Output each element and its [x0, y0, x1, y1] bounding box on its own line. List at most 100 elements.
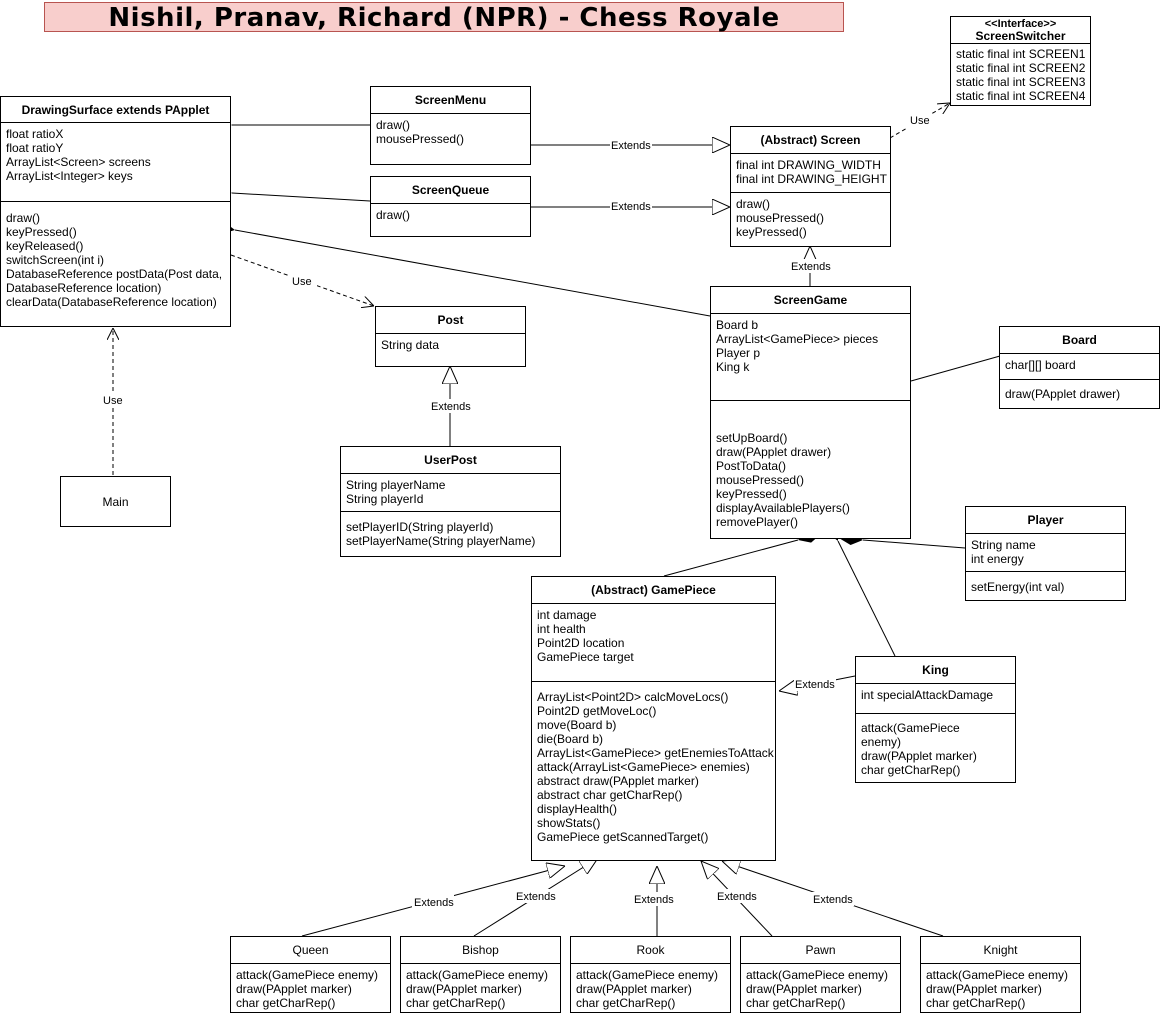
class-screen-queue[interactable]: ScreenQueue draw(): [370, 176, 531, 237]
method: attack(ArrayList<GamePiece> enemies): [537, 760, 750, 774]
method: char getCharRep(): [576, 996, 676, 1010]
method: mousePressed(): [736, 211, 825, 225]
class-queen[interactable]: Queen attack(GamePiece enemy) draw(PAppl…: [230, 936, 391, 1013]
class-attributes: int specialAttackDamage: [856, 684, 1015, 714]
attribute: final int DRAWING_HEIGHT: [736, 172, 887, 186]
class-name: ScreenGame: [711, 287, 910, 314]
method: draw(PApplet marker): [926, 982, 1042, 996]
class-methods: draw(): [371, 204, 530, 226]
method: attack(GamePiece enemy): [576, 968, 719, 982]
method: PostToData(): [716, 459, 787, 473]
edge-label-use-main: Use: [103, 395, 123, 407]
class-board[interactable]: Board char[][] board draw(PApplet drawer…: [999, 326, 1160, 409]
edge-game-board: [887, 355, 1001, 391]
class-name: Bishop: [401, 937, 560, 964]
edge-label-extends-bishop: Extends: [516, 891, 556, 903]
attribute: Player p: [716, 346, 761, 360]
class-knight[interactable]: Knight attack(GamePiece enemy) draw(PApp…: [920, 936, 1081, 1013]
attribute: int health: [537, 622, 586, 636]
class-methods: setUpBoard() draw(PApplet drawer) PostTo…: [711, 401, 910, 533]
method: attack(GamePiece enemy): [406, 968, 549, 982]
attribute: final int DRAWING_WIDTH: [736, 158, 881, 172]
method: attack(GamePiece enemy): [236, 968, 379, 982]
class-screen-menu[interactable]: ScreenMenu draw() mousePressed(): [370, 86, 531, 165]
class-methods: attack(GamePiece enemy) draw(PApplet mar…: [401, 964, 560, 1014]
class-game-piece[interactable]: (Abstract) GamePiece int damage int heal…: [531, 576, 776, 861]
class-methods: attack(GamePiece enemy) draw(PApplet mar…: [231, 964, 390, 1014]
method: setUpBoard(): [716, 431, 788, 445]
method: draw(PApplet marker): [861, 749, 977, 763]
attribute: String data: [381, 338, 440, 352]
method: setPlayerName(String playerName): [346, 534, 536, 548]
attribute: float ratioY: [6, 141, 64, 155]
method: mousePressed(): [716, 473, 805, 487]
class-bishop[interactable]: Bishop attack(GamePiece enemy) draw(PApp…: [400, 936, 561, 1013]
method: draw(): [736, 197, 771, 211]
method: Point2D getMoveLoc(): [537, 704, 657, 718]
class-attributes: int damage int health Point2D location G…: [532, 604, 775, 682]
attribute: static final int SCREEN4: [956, 89, 1086, 103]
class-attributes: char[][] board: [1000, 354, 1159, 380]
class-main[interactable]: Main: [60, 476, 171, 527]
attribute: ArrayList<Integer> keys: [6, 169, 133, 183]
class-name: (Abstract) GamePiece: [532, 577, 775, 604]
method: keyPressed(): [736, 225, 807, 239]
attribute: char[][] board: [1005, 358, 1076, 372]
class-player[interactable]: Player String name int energy setEnergy(…: [965, 506, 1126, 601]
class-screen-game[interactable]: ScreenGame Board b ArrayList<GamePiece> …: [710, 286, 911, 539]
method: clearData(DatabaseReference location): [6, 295, 217, 309]
edge-label-use-switcher: Use: [910, 115, 930, 127]
method: abstract draw(PApplet marker): [537, 774, 699, 788]
attribute: King k: [716, 360, 750, 374]
method: GamePiece getScannedTarget(): [537, 830, 709, 844]
class-user-post[interactable]: UserPost String playerName String player…: [340, 446, 561, 557]
attribute: String playerName: [346, 478, 446, 492]
method: attack(GamePiece enemy): [926, 968, 1069, 982]
class-attributes: static final int SCREEN1 static final in…: [951, 44, 1090, 107]
class-attributes: float ratioX float ratioY ArrayList<Scre…: [1, 123, 230, 202]
method: attack(GamePiece enemy): [746, 968, 889, 982]
edge-surface-post: [230, 254, 374, 306]
method: displayHealth(): [537, 802, 618, 816]
edge-screen-switcher: [889, 103, 950, 139]
class-methods: draw() mousePressed(): [371, 114, 530, 150]
method: keyPressed(): [716, 487, 787, 501]
class-stereotype: <<Interface>>: [984, 17, 1057, 30]
edge-surface-game: [211, 221, 711, 317]
method: draw(PApplet marker): [746, 982, 862, 996]
edge-game-king: [827, 519, 896, 657]
method: removePlayer(): [716, 515, 799, 529]
attribute: GamePiece target: [537, 650, 634, 664]
class-methods: attack(GamePiece enemy) draw(PApplet mar…: [741, 964, 900, 1014]
class-name: Player: [966, 507, 1125, 534]
edge-label-extends-game: Extends: [791, 261, 831, 273]
edge-label-extends-knight: Extends: [813, 894, 853, 906]
method: char getCharRep(): [861, 763, 961, 777]
class-screen[interactable]: (Abstract) Screen final int DRAWING_WIDT…: [730, 126, 891, 247]
method: switchScreen(int i): [6, 253, 105, 267]
class-attributes: final int DRAWING_WIDTH final int DRAWIN…: [731, 154, 890, 193]
class-post[interactable]: Post String data: [375, 306, 526, 367]
attribute: float ratioX: [6, 127, 64, 141]
class-name: Post: [376, 307, 525, 334]
class-drawing-surface[interactable]: DrawingSurface extends PApplet float rat…: [0, 96, 231, 327]
method: mousePressed(): [376, 132, 465, 146]
class-pawn[interactable]: Pawn attack(GamePiece enemy) draw(PApple…: [740, 936, 901, 1013]
attribute: static final int SCREEN3: [956, 75, 1086, 89]
method: draw(PApplet drawer): [716, 445, 832, 459]
method: die(Board b): [537, 732, 604, 746]
method: draw(): [6, 211, 41, 225]
method: move(Board b): [537, 718, 617, 732]
method: draw(PApplet marker): [576, 982, 692, 996]
class-king[interactable]: King int specialAttackDamage attack(Game…: [855, 656, 1016, 783]
method: draw(PApplet marker): [406, 982, 522, 996]
class-screen-switcher[interactable]: <<Interface>> ScreenSwitcher static fina…: [950, 16, 1091, 106]
class-methods: attack(GamePiece enemy) draw(PApplet mar…: [921, 964, 1080, 1014]
class-methods: draw() mousePressed() keyPressed(): [731, 193, 890, 243]
class-rook[interactable]: Rook attack(GamePiece enemy) draw(PApple…: [570, 936, 731, 1013]
class-methods: ArrayList<Point2D> calcMoveLocs() Point2…: [532, 682, 775, 848]
method: setPlayerID(String playerId): [346, 520, 494, 534]
class-name: Rook: [571, 937, 730, 964]
class-name: DrawingSurface extends PApplet: [1, 97, 230, 123]
edge-label-extends-king: Extends: [795, 679, 835, 691]
